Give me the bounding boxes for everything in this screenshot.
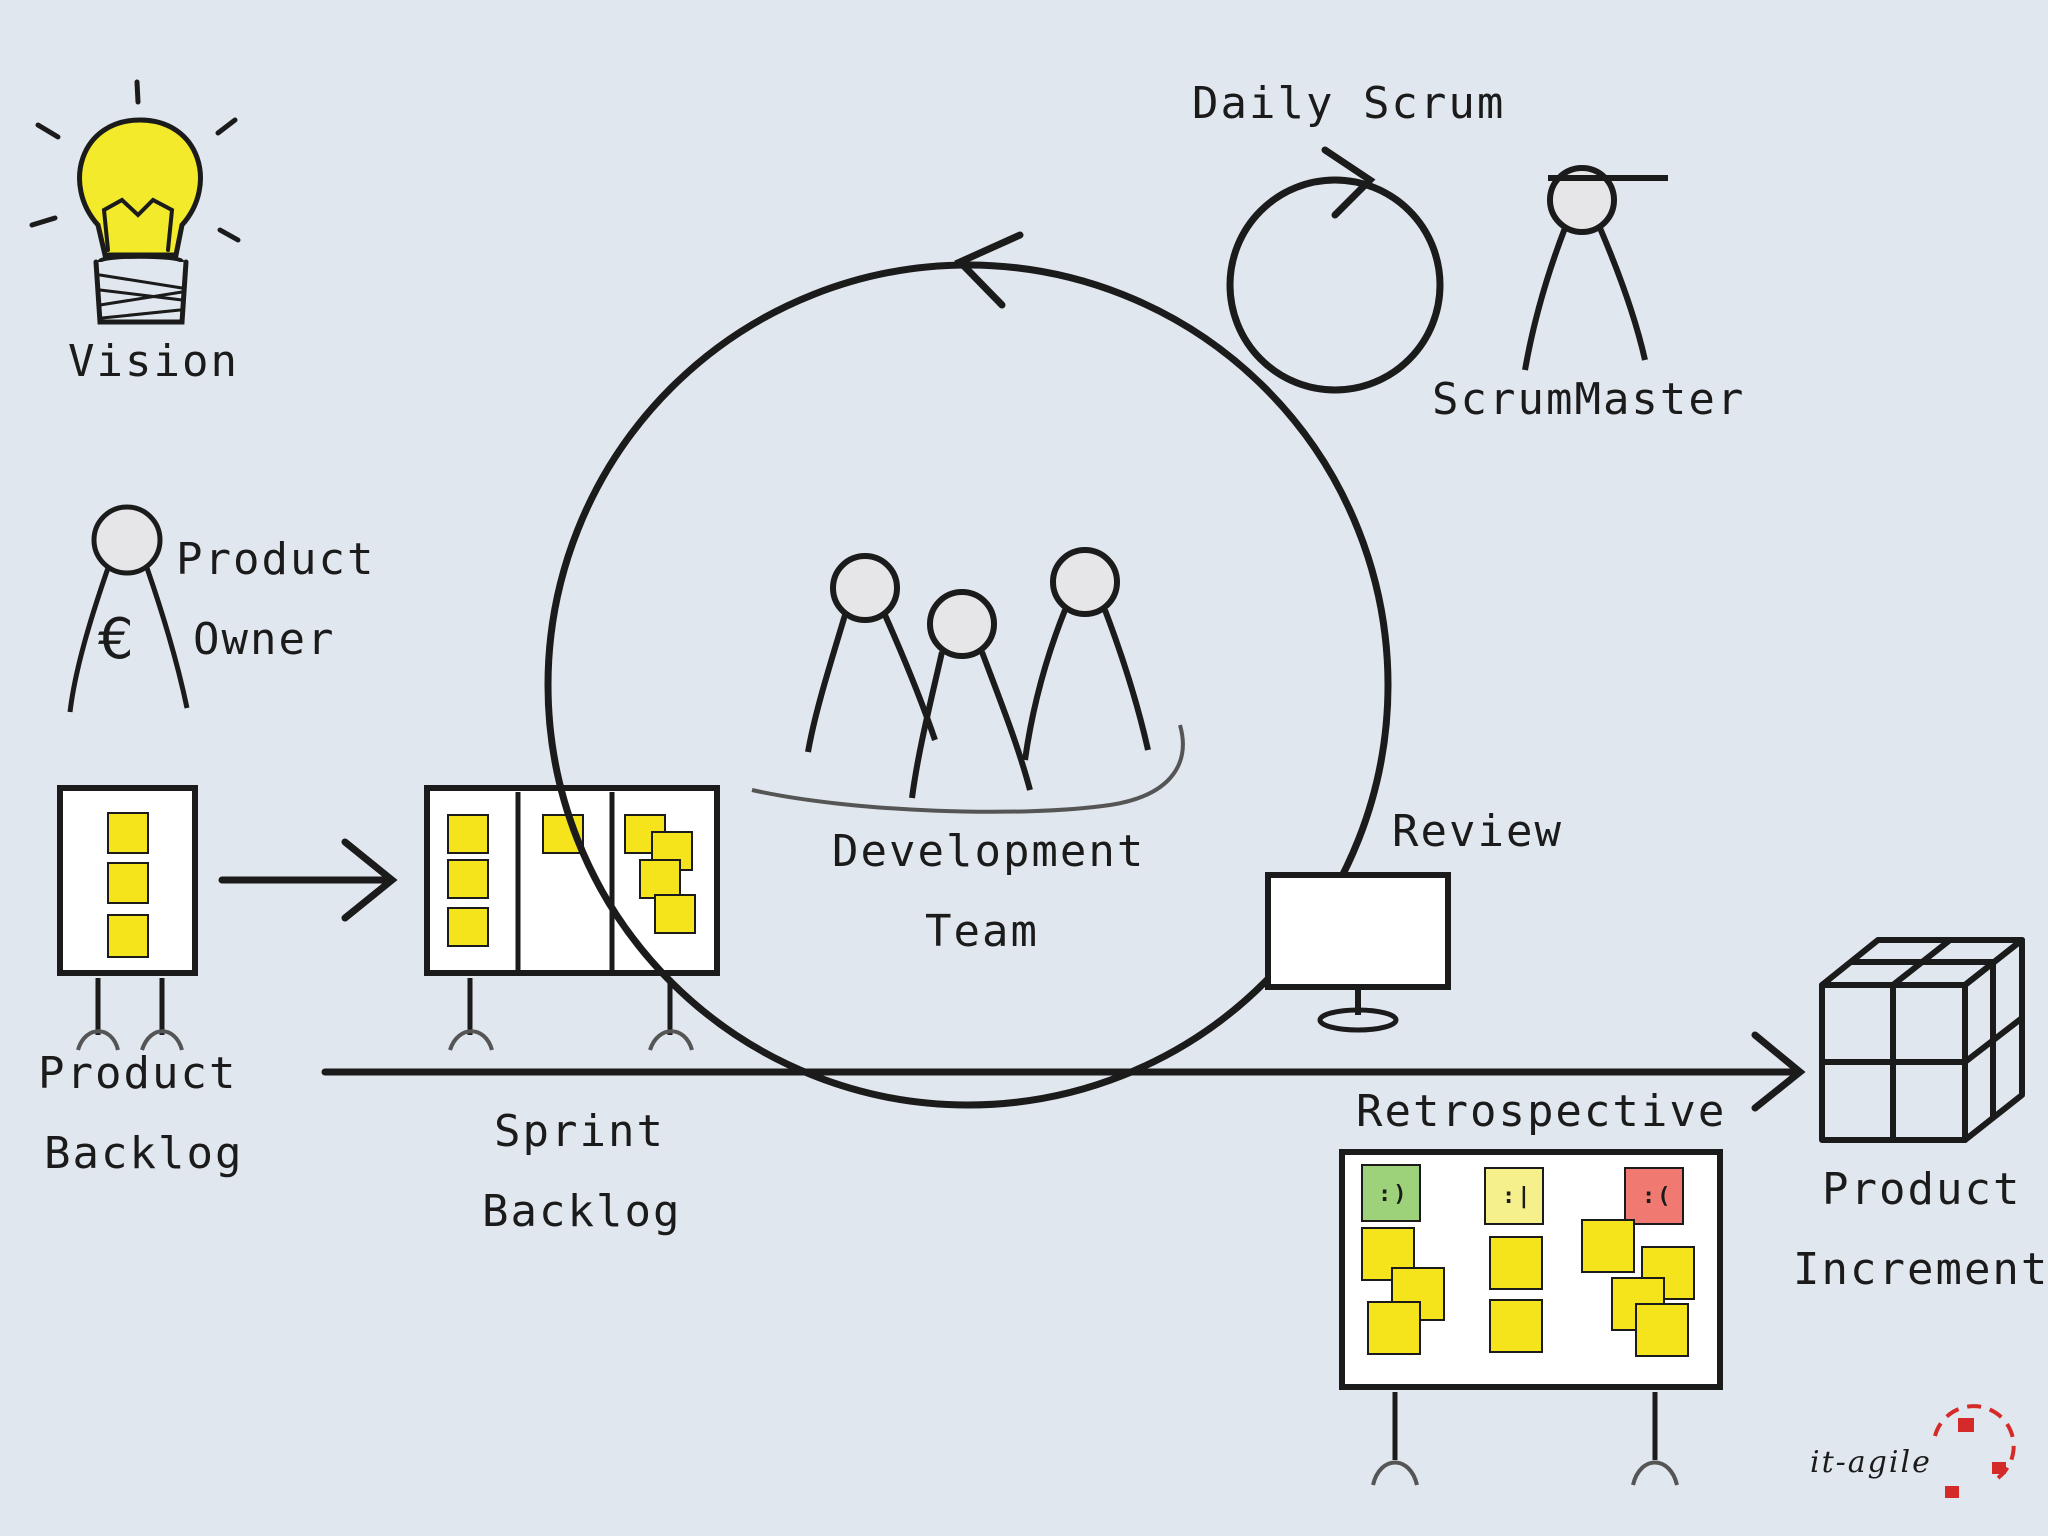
daily-scrum-loop (1226, 146, 1444, 394)
product-owner-figure (67, 504, 190, 713)
it-agile-logo-mark (1933, 1404, 2016, 1498)
scrummaster-label: ScrumMaster (1432, 374, 1746, 425)
product-backlog-label-line1: Product (38, 1048, 238, 1099)
it-agile-logo-text: it-agile (1810, 1445, 1932, 1480)
sprint-backlog-board (424, 785, 720, 1051)
development-team-label-line1: Development (832, 826, 1146, 877)
retrospective-board (1339, 1149, 1723, 1486)
development-team-label-line2: Team (925, 906, 1039, 957)
sprint-backlog-label-line1: Sprint (494, 1106, 665, 1157)
product-backlog-label-line2: Backlog (44, 1128, 244, 1179)
vision-label: Vision (68, 336, 239, 387)
retro-neutral-marker: :| (1502, 1184, 1533, 1209)
lightbulb-icon (29, 79, 241, 325)
sprint-cycle (544, 231, 1392, 1109)
retrospective-label: Retrospective (1356, 1086, 1727, 1137)
backlog-arrow (218, 838, 398, 922)
product-owner-label-line2: Owner (193, 614, 336, 665)
euro-icon: € (98, 607, 136, 672)
timeline-arrow (321, 1031, 1806, 1112)
scrummaster-figure (1522, 165, 1668, 371)
daily-scrum-label: Daily Scrum (1192, 78, 1506, 129)
development-team-figures (751, 547, 1185, 814)
product-increment-label-line1: Product (1822, 1164, 2022, 1215)
retro-sad-marker: :( (1642, 1184, 1673, 1209)
retro-happy-marker: :) (1378, 1182, 1409, 1207)
review-label: Review (1392, 806, 1563, 857)
review-monitor-icon (1265, 872, 1451, 1033)
product-increment-cube (1819, 937, 2025, 1143)
sprint-backlog-label-line2: Backlog (482, 1186, 682, 1237)
product-backlog-board (57, 785, 198, 1051)
product-increment-label-line2: Increment (1793, 1244, 2048, 1295)
product-owner-label-line1: Product (176, 534, 376, 585)
